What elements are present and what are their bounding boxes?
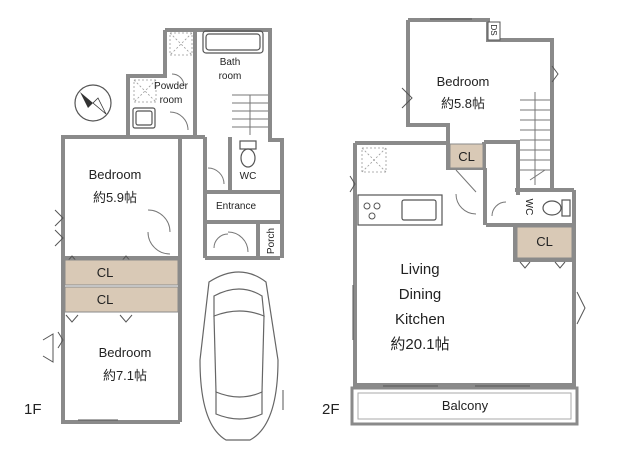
closet-1f-b-label: CL xyxy=(96,292,114,307)
powder-label-line2: room xyxy=(159,95,183,106)
entrance-label: Entrance xyxy=(215,201,257,212)
toilet-2f-icon xyxy=(542,199,571,217)
ds-box xyxy=(487,21,501,41)
bath-label-line2: room xyxy=(218,71,242,82)
windows-2f xyxy=(349,18,586,387)
stairs-1f xyxy=(232,94,268,135)
toilet-icon xyxy=(239,140,257,168)
porch-label: Porch xyxy=(266,227,277,255)
balcony-outline xyxy=(350,386,579,426)
bedroom-1f-a-name: Bedroom xyxy=(88,167,142,182)
closet-2f-b xyxy=(516,226,573,259)
closet-1f-a xyxy=(64,259,179,286)
fridge-cross xyxy=(361,147,387,173)
kitchen-counter xyxy=(357,194,443,226)
stairs-2f xyxy=(520,92,550,185)
floor-2-level-label: 2F xyxy=(322,401,340,418)
bathtub-icon xyxy=(202,30,264,54)
stove-icon xyxy=(363,202,381,220)
bedroom-1f-a-size: 約5.9帖 xyxy=(92,190,138,205)
ldk-line3: Kitchen xyxy=(394,311,446,328)
bedroom-2f-name: Bedroom xyxy=(436,74,490,89)
closet-1f-a-label: CL xyxy=(96,265,114,280)
closet-2f-a xyxy=(449,143,484,169)
bedroom-1f-b-size: 約7.1帖 xyxy=(102,368,148,383)
windows-1f xyxy=(42,209,133,421)
sink-icon xyxy=(132,107,156,129)
closet-2f-b-label: CL xyxy=(536,234,553,249)
bedroom-1f-b-name: Bedroom xyxy=(98,345,152,360)
closet-2f-a-label: CL xyxy=(458,149,475,164)
balcony-label: Balcony xyxy=(441,398,489,413)
ldk-line2: Dining xyxy=(398,286,442,303)
bedroom-2f-size: 約5.8帖 xyxy=(440,96,486,111)
car-icon xyxy=(199,271,279,441)
powder-room-cross xyxy=(133,32,193,103)
ldk-size: 約20.1帖 xyxy=(390,336,450,353)
floor-1-level-label: 1F xyxy=(24,401,42,418)
north-arrow-icon xyxy=(74,84,112,122)
doors-2f xyxy=(455,169,546,217)
powder-label-line1: Powder xyxy=(154,81,188,92)
ldk-line1: Living xyxy=(400,261,440,278)
wc-1f-label: WC xyxy=(239,171,257,182)
closet-1f-b xyxy=(64,286,179,313)
balcony-inner xyxy=(357,392,572,420)
floor-1-walls xyxy=(61,28,284,424)
wc-2f-label: WC xyxy=(523,198,534,216)
doors-1f xyxy=(147,73,249,255)
bath-label-line1: Bath xyxy=(219,57,241,68)
ds-label: DS xyxy=(489,24,498,36)
